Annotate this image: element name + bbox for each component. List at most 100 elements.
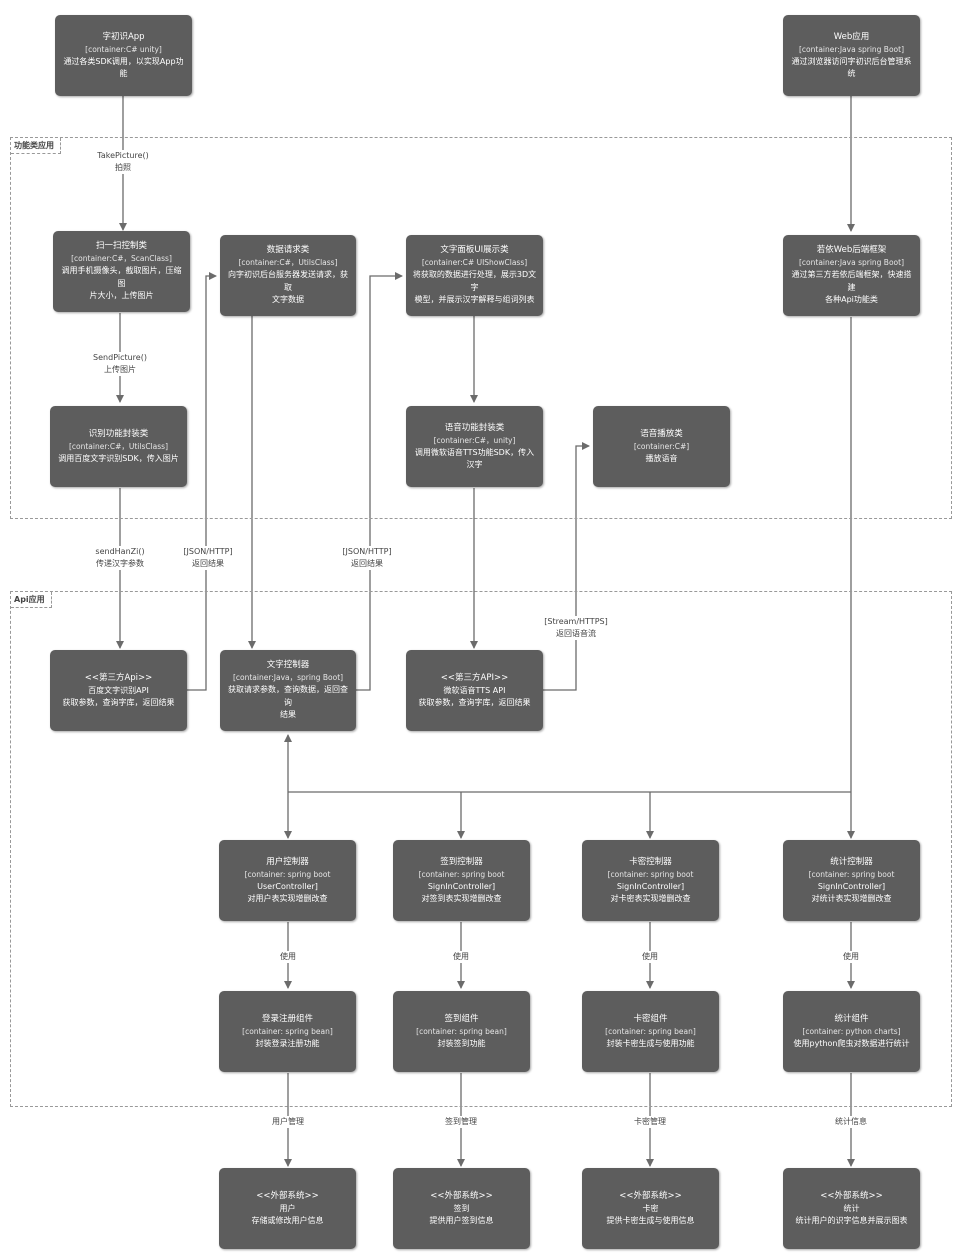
edge-label-line: sendHanZi() xyxy=(95,547,145,556)
node-title: 签到控制器 xyxy=(440,856,483,867)
node-container: [container:C#，UtilsClass] xyxy=(238,258,338,268)
functional-boundary-label: 功能类应用 xyxy=(11,138,61,154)
edge-label-line: TakePicture() xyxy=(97,151,149,160)
node-container: [container:C#，unity] xyxy=(433,435,516,445)
node-title: 用户控制器 xyxy=(266,856,309,867)
node-description: 微软语音TTS API xyxy=(443,685,506,695)
edge-label-line: 返回语音流 xyxy=(556,629,596,638)
node-description: UserController] xyxy=(257,881,318,891)
edge-label-line: 上传图片 xyxy=(104,365,136,374)
node-title: 语音播放类 xyxy=(640,428,683,439)
node-title: 字初识App xyxy=(102,31,145,42)
node-description: 获取参数，查询字库，返回结果 xyxy=(62,698,175,707)
node-title: 卡密控制器 xyxy=(629,856,672,867)
edge-label-line: SendPicture() xyxy=(93,353,147,362)
voice-node[interactable]: 语音功能封装类[container:C#，unity]调用微软语音TTS功能SD… xyxy=(406,406,543,487)
node-title: <<第三方Api>> xyxy=(84,672,153,683)
node-title: 文字面板UI展示类 xyxy=(440,245,509,256)
node-container: [container:C#，ScanClass] xyxy=(71,254,172,264)
node-container: [container: python charts] xyxy=(802,1026,901,1036)
label-use-sign: 使用 xyxy=(451,951,471,963)
node-description: 对签到表实现增删改查 xyxy=(421,894,502,903)
edge-ms-play xyxy=(542,442,590,691)
node-description: 通过浏览器访问字初识后台管理系统 xyxy=(791,56,912,79)
node-description: 封装登录注册功能 xyxy=(255,1038,320,1048)
label-stream: [Stream/HTTPS] 返回语音流 xyxy=(542,616,610,640)
edge-label-line: [JSON/HTTP] xyxy=(342,547,392,556)
node-description: 百度文字识别API xyxy=(88,685,149,695)
node-container: [container: spring boot xyxy=(808,869,895,879)
edge-label-line: [Stream/HTTPS] xyxy=(544,617,608,626)
node-title: <<外部系统>> xyxy=(256,1190,319,1201)
label-takepicture: TakePicture()拍照 xyxy=(95,150,151,174)
app-node[interactable]: 字初识App [container:C# unity] 通过各类SDK调用，以实现A… xyxy=(55,15,192,96)
ext-user-node[interactable]: <<外部系统>> 用户存储或修改用户信息 xyxy=(219,1168,356,1249)
node-container: [container:C# unity] xyxy=(85,44,162,54)
node-description: 通过第三方若依后端框架，快速搭建 xyxy=(791,270,912,292)
node-title: <<外部系统>> xyxy=(430,1190,493,1201)
node-description: 向字初识后台服务器发送请求，获取 xyxy=(228,270,348,292)
node-container: [container:Java，spring Boot] xyxy=(232,673,344,683)
edge-label-line: 统计信息 xyxy=(835,1117,867,1126)
voice-play-node[interactable]: 语音播放类 [container:C#] 播放语音 xyxy=(593,406,730,487)
edge-textctrl-textui xyxy=(355,272,403,691)
node-container: [container:C#] xyxy=(633,441,690,451)
node-description: 各种Api功能类 xyxy=(825,295,878,305)
scan-control-node[interactable]: 扫一扫控制类[container:C#，ScanClass]调用手机摄像头，截取… xyxy=(53,231,190,312)
login-component-node[interactable]: 登录注册组件[container: spring bean]封装登录注册功能 xyxy=(219,991,356,1072)
node-description: 对卡密表实现增删改查 xyxy=(610,894,691,903)
ext-card-node[interactable]: <<外部系统>>卡密提供卡密生成与使用信息 xyxy=(582,1168,719,1249)
node-title: 扫一扫控制类 xyxy=(95,241,147,252)
node-description: 将获取的数据进行处理，展示3D文字 xyxy=(412,270,537,292)
node-description: 封装签到功能 xyxy=(437,1038,486,1048)
node-container: [container: spring boot xyxy=(607,869,694,879)
label-stat-info: 统计信息 xyxy=(833,1116,869,1128)
stat-component-node[interactable]: 统计组件[container: python charts]使用python爬虫… xyxy=(783,991,920,1072)
label-use-card: 使用 xyxy=(640,951,660,963)
card-component-node[interactable]: 卡密组件[container: spring bean]封装卡密生成与使用功能 xyxy=(582,991,719,1072)
functional-boundary xyxy=(10,137,952,519)
recognition-node[interactable]: 识别功能封装类[container:C#，UtilsClass]调用百度文字识别… xyxy=(50,406,187,487)
sign-component-node[interactable]: 签到组件 [container: spring bean] 封装签到功能 xyxy=(393,991,530,1072)
web-app-node[interactable]: Web应用[container:Java spring Boot]通过浏览器访问… xyxy=(783,15,920,96)
node-title: 数据请求类 xyxy=(266,245,310,256)
edge-label-line: 使用 xyxy=(280,952,296,961)
text-controller-node[interactable]: 文字控制器[container:Java，spring Boot]获取请求参数，… xyxy=(220,650,356,731)
node-description: 调用百度文字识别SDK，传入图片 xyxy=(58,453,179,463)
node-title: 卡密组件 xyxy=(633,1013,668,1024)
node-title: 签到组件 xyxy=(444,1013,479,1024)
data-request-node[interactable]: 数据请求类 [container:C#，UtilsClass] 向字初识后台服务器发… xyxy=(220,235,356,316)
edge-label-line: 签到管理 xyxy=(445,1117,477,1126)
node-description: SignInController] xyxy=(817,881,886,891)
web-framework-node[interactable]: 若依Web后端框架[container:Java spring Boot]通过第… xyxy=(783,235,920,316)
node-description: 获取请求参数，查询数据，返回查询 xyxy=(228,685,348,707)
text-ui-node[interactable]: 文字面板UI展示类[container:C# UIShowClass]将获取的数… xyxy=(406,235,543,316)
node-description: 用户 xyxy=(279,1203,296,1213)
node-title: 统计控制器 xyxy=(830,856,873,867)
node-title: 登录注册组件 xyxy=(261,1013,313,1024)
api-boundary-label: Api应用 xyxy=(11,592,52,608)
baidu-api-node[interactable]: <<第三方Api>> 百度文字识别API 获取参数，查询字库，返回结果 xyxy=(50,650,187,731)
node-description: 文字数据 xyxy=(272,295,304,305)
node-container: [container: spring bean] xyxy=(416,1026,507,1036)
edge-label-line: 用户管理 xyxy=(272,1117,304,1126)
edge-label-line: 使用 xyxy=(843,952,859,961)
label-use-stat: 使用 xyxy=(841,951,861,963)
edge-label-line: 返回结果 xyxy=(191,559,224,568)
node-description: 通过各类SDK调用，以实现App功能 xyxy=(63,56,184,79)
node-description: 存储或修改用户信息 xyxy=(251,1216,324,1225)
node-description: 播放语音 xyxy=(645,453,678,463)
node-description: 提供卡密生成与使用信息 xyxy=(606,1216,695,1225)
ext-stat-node[interactable]: <<外部系统>>统计统计用户的识字信息并展示图表 xyxy=(783,1168,920,1249)
edge-label-line: 使用 xyxy=(642,952,658,961)
edge-label-line: 返回结果 xyxy=(350,559,383,568)
node-description: 结果 xyxy=(280,710,296,720)
ext-sign-node[interactable]: <<外部系统>>签到提供用户签到信息 xyxy=(393,1168,530,1249)
edge-label-line: 卡密管理 xyxy=(634,1117,666,1126)
node-container: [container: spring boot xyxy=(418,869,505,879)
